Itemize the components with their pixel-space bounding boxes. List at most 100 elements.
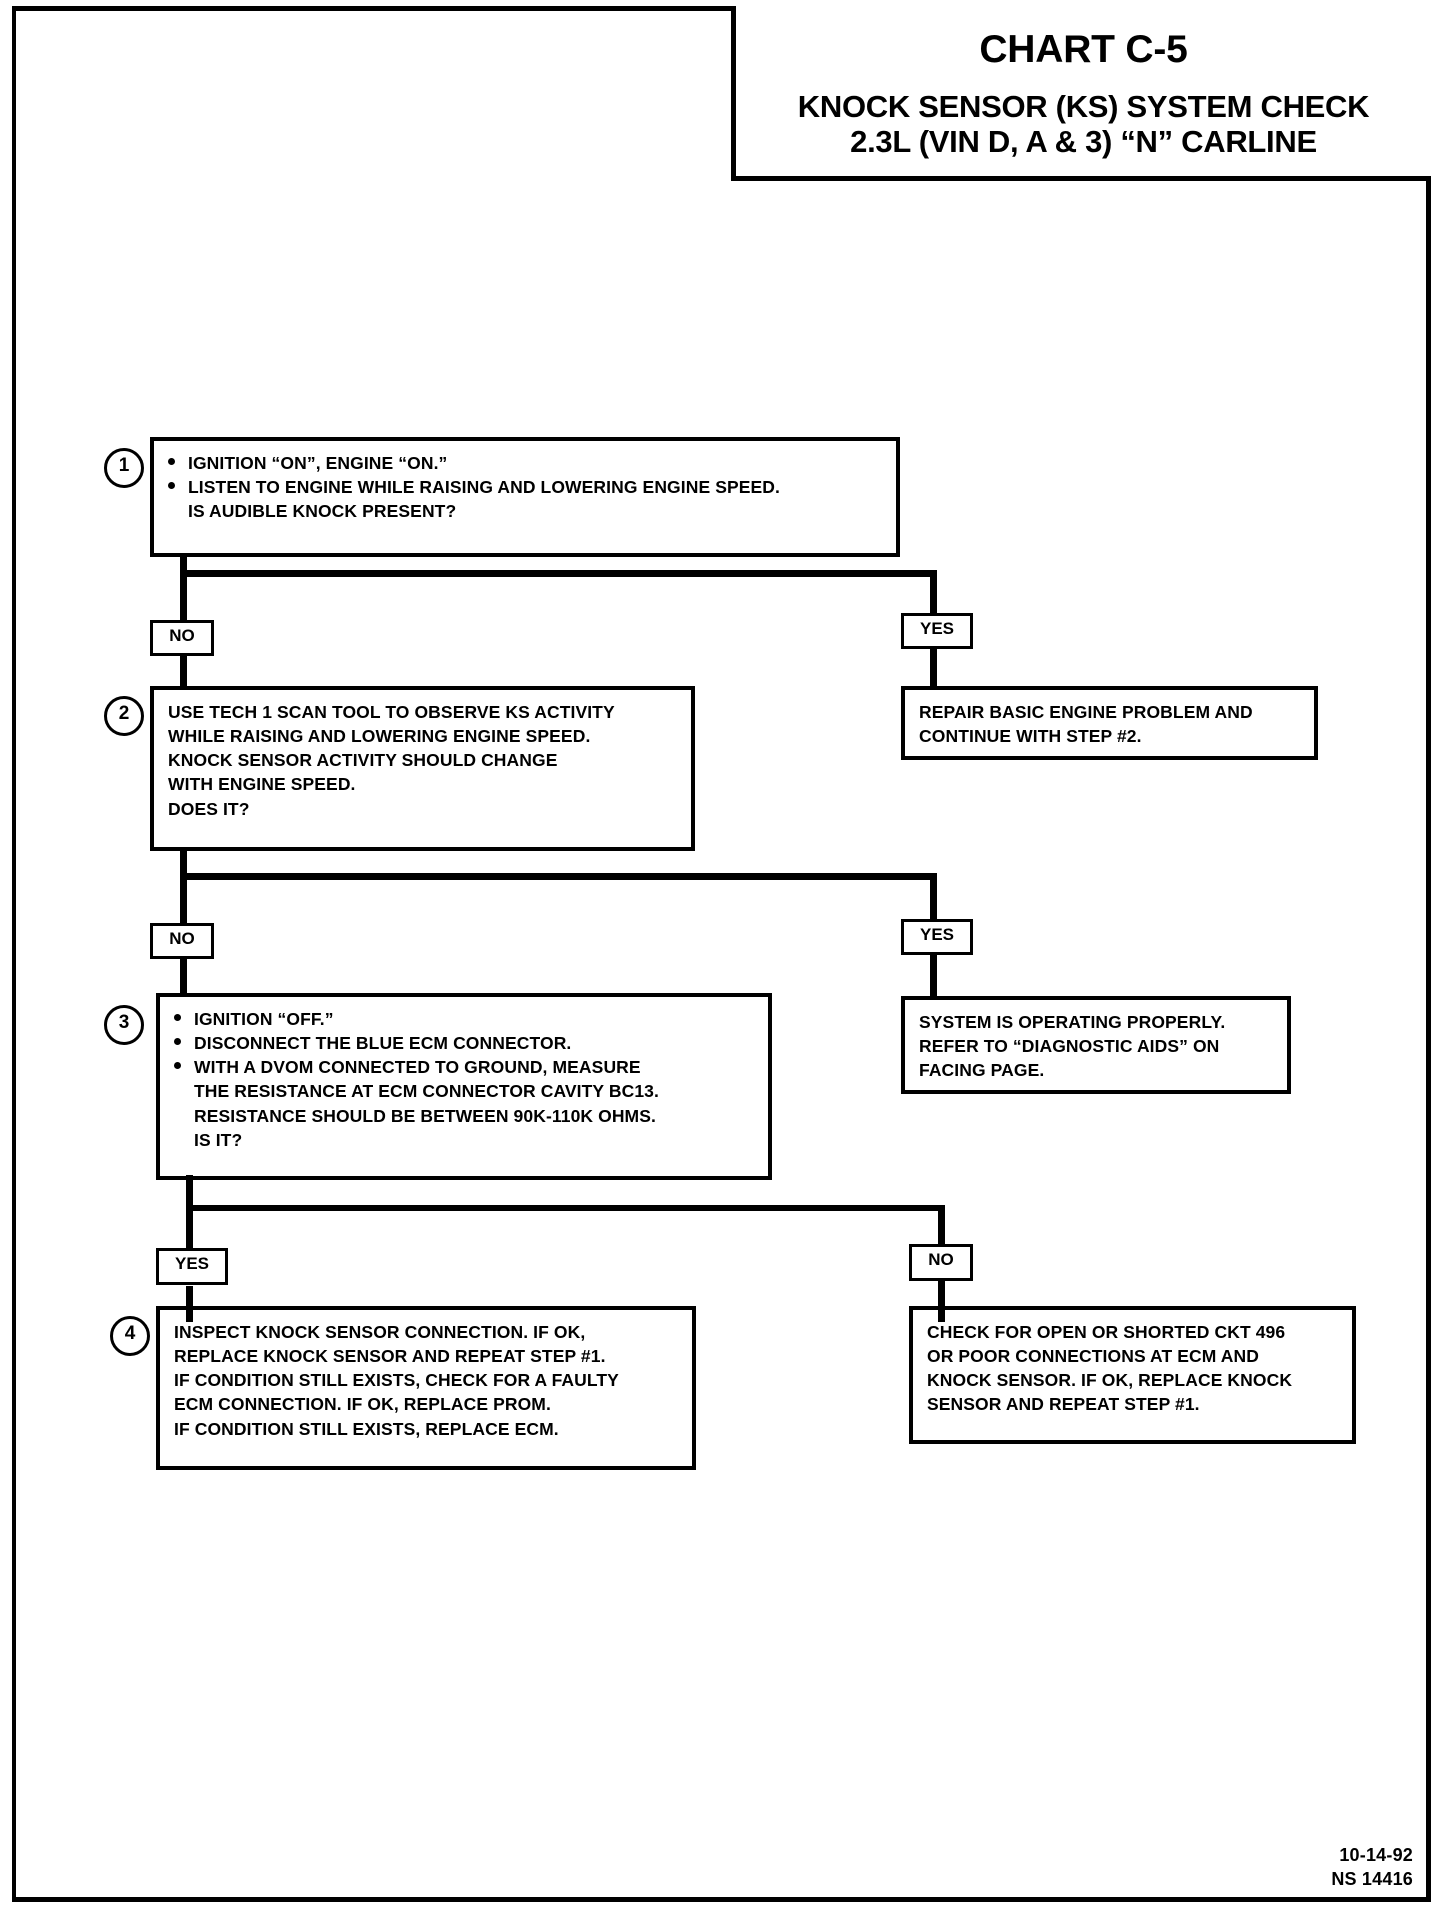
connector-no3-bottom — [938, 1281, 945, 1322]
footer-doc-id: NS 14416 — [1331, 1869, 1413, 1889]
result-1-line: CONTINUE WITH STEP #2. — [919, 724, 1302, 748]
connector-no2-bottom — [180, 958, 187, 995]
result-3-line: KNOCK SENSOR. IF OK, REPLACE KNOCK — [927, 1368, 1340, 1392]
chart-number: CHART C-5 — [979, 28, 1188, 71]
step-1-text: IS AUDIBLE KNOCK PRESENT? — [188, 501, 457, 522]
result-2-text: FACING PAGE. — [919, 1060, 1045, 1081]
step-1-text: LISTEN TO ENGINE WHILE RAISING AND LOWER… — [188, 477, 780, 498]
result-2-line: REFER TO “DIAGNOSTIC AIDS” ON — [919, 1034, 1275, 1058]
step-2-text: WHILE RAISING AND LOWERING ENGINE SPEED. — [168, 726, 591, 747]
bullet-icon — [174, 1062, 181, 1070]
connector-split-3-right — [938, 1205, 945, 1247]
step-2-line: WITH ENGINE SPEED. — [168, 772, 679, 796]
step-marker-3: 3 — [104, 1005, 144, 1045]
connector-step2-down — [180, 848, 187, 880]
result-3-line: SENSOR AND REPEAT STEP #1. — [927, 1392, 1340, 1416]
step-3-text: WITH A DVOM CONNECTED TO GROUND, MEASURE — [194, 1057, 641, 1078]
page-border-top — [12, 6, 1431, 11]
step-2-box: USE TECH 1 SCAN TOOL TO OBSERVE KS ACTIV… — [150, 686, 695, 851]
step-4-line: IF CONDITION STILL EXISTS, CHECK FOR A F… — [174, 1368, 680, 1392]
result-1-line: REPAIR BASIC ENGINE PROBLEM AND — [919, 700, 1302, 724]
result-2-line: FACING PAGE. — [919, 1058, 1275, 1082]
page-border-left — [12, 6, 16, 1902]
step-3-line: IS IT? — [174, 1128, 756, 1152]
connector-split-2 — [180, 873, 937, 880]
step-2-line: USE TECH 1 SCAN TOOL TO OBSERVE KS ACTIV… — [168, 700, 679, 724]
branch-label-yes-3: YES — [156, 1248, 228, 1285]
connector-yes3-bottom — [186, 1286, 193, 1322]
connector-no1-bottom — [180, 655, 187, 687]
result-3-text: KNOCK SENSOR. IF OK, REPLACE KNOCK — [927, 1370, 1293, 1391]
step-3-line: RESISTANCE SHOULD BE BETWEEN 90K-110K OH… — [174, 1104, 756, 1128]
step-3-text: IGNITION “OFF.” — [194, 1009, 334, 1029]
page-border-bottom — [12, 1897, 1431, 1902]
connector-step1-down — [180, 553, 187, 577]
result-3-line: CHECK FOR OPEN OR SHORTED CKT 496 — [927, 1320, 1340, 1344]
result-3-text: CHECK FOR OPEN OR SHORTED CKT 496 — [927, 1322, 1286, 1342]
branch-label-yes-1: YES — [901, 613, 973, 649]
step-3-text: THE RESISTANCE AT ECM CONNECTOR CAVITY B… — [194, 1081, 659, 1102]
bullet-icon — [168, 458, 175, 465]
step-4-text: IF CONDITION STILL EXISTS, CHECK FOR A F… — [174, 1370, 619, 1391]
step-1-text: IGNITION “ON”, ENGINE “ON.” — [188, 453, 448, 473]
connector-no1-top — [180, 570, 187, 622]
result-1-text: REPAIR BASIC ENGINE PROBLEM AND — [919, 702, 1253, 722]
title-block: CHART C-5 KNOCK SENSOR (KS) SYSTEM CHECK… — [731, 6, 1431, 181]
step-4-line: IF CONDITION STILL EXISTS, REPLACE ECM. — [174, 1417, 680, 1441]
step-marker-1: 1 — [104, 448, 144, 488]
step-1-line: IGNITION “ON”, ENGINE “ON.” — [168, 451, 884, 475]
step-2-line: WHILE RAISING AND LOWERING ENGINE SPEED. — [168, 724, 679, 748]
step-3-line: THE RESISTANCE AT ECM CONNECTOR CAVITY B… — [174, 1079, 756, 1103]
footer-date: 10-14-92 — [1339, 1845, 1413, 1865]
step-3-box: IGNITION “OFF.” DISCONNECT THE BLUE ECM … — [156, 993, 772, 1180]
connector-yes2-bottom — [930, 954, 937, 998]
connector-step3-down — [186, 1175, 193, 1211]
step-2-text: KNOCK SENSOR ACTIVITY SHOULD CHANGE — [168, 750, 558, 771]
step-3-text: DISCONNECT THE BLUE ECM CONNECTOR. — [194, 1033, 572, 1054]
connector-yes3-top — [186, 1205, 193, 1251]
connector-split-1 — [180, 570, 937, 577]
step-2-line: DOES IT? — [168, 797, 679, 821]
result-3-box: CHECK FOR OPEN OR SHORTED CKT 496 OR POO… — [909, 1306, 1356, 1444]
step-4-text: IF CONDITION STILL EXISTS, REPLACE ECM. — [174, 1418, 559, 1439]
step-marker-2: 2 — [104, 696, 144, 736]
step-2-text: WITH ENGINE SPEED. — [168, 774, 356, 795]
step-4-text: REPLACE KNOCK SENSOR AND REPEAT STEP #1. — [174, 1346, 606, 1367]
bullet-icon — [168, 482, 175, 490]
step-3-line: DISCONNECT THE BLUE ECM CONNECTOR. — [174, 1031, 756, 1055]
step-1-box: IGNITION “ON”, ENGINE “ON.” LISTEN TO EN… — [150, 437, 900, 557]
result-2-line: SYSTEM IS OPERATING PROPERLY. — [919, 1010, 1275, 1034]
result-2-box: SYSTEM IS OPERATING PROPERLY. REFER TO “… — [901, 996, 1291, 1094]
branch-label-no-1: NO — [150, 620, 214, 656]
result-2-text: REFER TO “DIAGNOSTIC AIDS” ON — [919, 1036, 1220, 1057]
branch-label-no-2: NO — [150, 923, 214, 959]
step-4-line: ECM CONNECTION. IF OK, REPLACE PROM. — [174, 1392, 680, 1416]
step-4-text: ECM CONNECTION. IF OK, REPLACE PROM. — [174, 1394, 551, 1415]
step-2-text: DOES IT? — [168, 798, 250, 819]
connector-split-2-right — [930, 873, 937, 921]
step-2-line: KNOCK SENSOR ACTIVITY SHOULD CHANGE — [168, 748, 679, 772]
connector-split-1-right — [930, 570, 937, 615]
result-3-text: SENSOR AND REPEAT STEP #1. — [927, 1394, 1200, 1415]
page-border-right — [1426, 6, 1431, 1902]
result-1-box: REPAIR BASIC ENGINE PROBLEM AND CONTINUE… — [901, 686, 1318, 760]
step-1-line: IS AUDIBLE KNOCK PRESENT? — [168, 499, 884, 523]
step-3-line: IGNITION “OFF.” — [174, 1007, 756, 1031]
chart-title-line1: KNOCK SENSOR (KS) SYSTEM CHECK — [797, 89, 1370, 124]
step-4-text: INSPECT KNOCK SENSOR CONNECTION. IF OK, — [174, 1322, 586, 1342]
step-4-line: INSPECT KNOCK SENSOR CONNECTION. IF OK, — [174, 1320, 680, 1344]
connector-no2-top — [180, 873, 187, 926]
bullet-icon — [174, 1038, 181, 1046]
chart-title-line2: 2.3L (VIN D, A & 3) “N” CARLINE — [850, 123, 1317, 159]
result-2-text: SYSTEM IS OPERATING PROPERLY. — [919, 1012, 1226, 1032]
step-4-line: REPLACE KNOCK SENSOR AND REPEAT STEP #1. — [174, 1344, 680, 1368]
connector-split-3 — [186, 1205, 945, 1211]
result-1-text: CONTINUE WITH STEP #2. — [919, 726, 1142, 747]
step-3-line: WITH A DVOM CONNECTED TO GROUND, MEASURE — [174, 1055, 756, 1079]
step-marker-4: 4 — [110, 1316, 150, 1356]
result-3-line: OR POOR CONNECTIONS AT ECM AND — [927, 1344, 1340, 1368]
branch-label-yes-2: YES — [901, 919, 973, 955]
bullet-icon — [174, 1014, 181, 1021]
branch-label-no-3: NO — [909, 1244, 973, 1281]
